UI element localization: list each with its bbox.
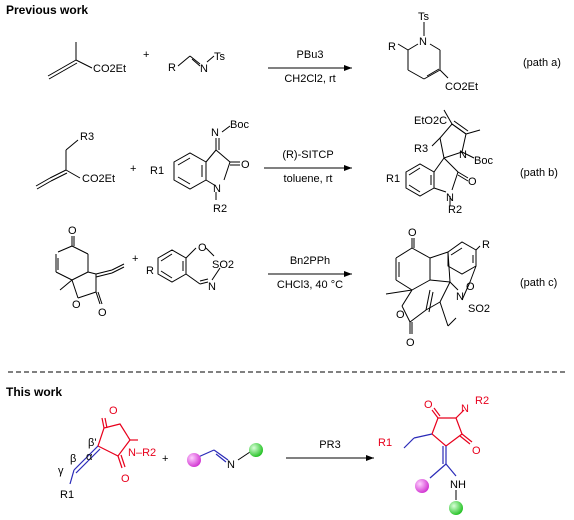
reagent-b: (R)-SITCP — [282, 149, 333, 161]
product-c-n: N — [456, 291, 464, 303]
allene-c-o-ring: O — [72, 299, 81, 311]
solvent-a: CH2Cl2, rt — [284, 73, 335, 85]
substrate-o-top: O — [109, 405, 118, 417]
product-this-r2: R2 — [475, 395, 489, 407]
product-a-r: R — [388, 41, 396, 53]
reagent-this: PR3 — [319, 439, 340, 451]
product-b — [405, 109, 481, 206]
plus-a: + — [143, 49, 149, 61]
isatin-o: O — [241, 159, 250, 171]
reagent-c: Bn2PPh — [290, 255, 330, 267]
sulfamidate-o: O — [198, 242, 207, 254]
product-this-nh: NH — [450, 479, 466, 491]
reaction-this-work: O O N–R2 β' α β γ R1 + N PR3 — [58, 395, 489, 515]
isatin-imine — [173, 125, 240, 200]
aryl-ball-magenta — [187, 453, 201, 467]
product-c-o-ring: O — [396, 309, 405, 321]
label-gamma: γ — [58, 465, 64, 477]
solvent-b: toluene, rt — [284, 173, 333, 185]
product-this-chain — [403, 433, 457, 479]
product-b-o: O — [468, 176, 477, 188]
plus-b: + — [130, 163, 136, 175]
allene-c-o-carbonyl: O — [98, 307, 107, 319]
product-b-n: N — [446, 192, 454, 204]
product-aryl-ball-magenta — [415, 479, 429, 493]
path-a-label: (path a) — [523, 57, 561, 69]
product-this-n: N — [461, 403, 469, 415]
label-beta: β — [70, 453, 76, 465]
sulfamidate-imine — [157, 247, 221, 285]
product-c-o-ether: O — [466, 281, 475, 293]
ester-label-a: CO2Et — [93, 63, 126, 75]
product-c-o-carbonyl: O — [406, 337, 415, 349]
product-a-ts: Ts — [418, 11, 430, 23]
product-b-r1: R1 — [386, 173, 400, 185]
allenoate-b — [35, 139, 81, 190]
product-b-ester: EtO2C — [414, 115, 447, 127]
reaction-a: CO2Et + R N Ts PBu3 CH2Cl2, rt N — [47, 11, 561, 93]
label-alpha: α — [86, 451, 93, 463]
imine-ts-label: Ts — [214, 51, 226, 63]
product-this-r1: R1 — [378, 437, 392, 449]
ester-label-b: CO2Et — [82, 173, 115, 185]
product-this-o-top: O — [424, 399, 433, 411]
imine-r-label: R — [168, 62, 176, 74]
reaction-c: O O O + O SO2 N R Bn2PPh CHCl3, 40 °C — [55, 225, 557, 349]
product-c-r: R — [482, 239, 490, 251]
aryl-ball-green — [249, 443, 263, 457]
reaction-b: R3 CO2Et + N Boc O N R2 R1 (R)-SITCP — [35, 109, 558, 216]
sulfamidate-r: R — [146, 265, 154, 277]
product-c-so2: SO2 — [468, 303, 490, 315]
substrate-o-bottom: O — [121, 473, 130, 485]
plus-c: + — [132, 253, 138, 265]
product-a-ring — [397, 22, 449, 80]
succinimide-substrate — [97, 417, 138, 469]
generic-imine — [187, 443, 263, 467]
solvent-c: CHCl3, 40 °C — [277, 279, 343, 291]
substrate-n-r2: N–R2 — [128, 447, 156, 459]
product-a-ester: CO2Et — [445, 81, 478, 93]
product-c-o-ketone: O — [408, 227, 417, 239]
allene-c — [55, 236, 125, 305]
product-aryl-ball-green — [449, 501, 463, 515]
product-this-ring — [431, 407, 473, 447]
sulfamidate-so2: SO2 — [212, 259, 234, 271]
product-c — [385, 238, 481, 334]
allene-c-o-top: O — [68, 225, 77, 237]
sulfamidate-n: N — [208, 281, 216, 293]
path-c-label: (path c) — [520, 277, 557, 289]
product-b-n-pyrroline: N — [459, 149, 467, 161]
substrate-r1: R1 — [60, 489, 74, 501]
allenoate-a — [47, 42, 93, 80]
allenyl-chain — [69, 445, 101, 485]
allenoate-r3: R3 — [80, 131, 94, 143]
previous-work-title: Previous work — [6, 3, 88, 17]
path-b-label: (path b) — [520, 167, 558, 179]
isatin-r1: R1 — [150, 165, 164, 177]
isatin-n: N — [213, 183, 221, 195]
isatin-r2: R2 — [213, 203, 227, 215]
isatin-boc: Boc — [230, 119, 249, 131]
label-beta-prime: β' — [88, 437, 96, 449]
reagent-a: PBu3 — [297, 49, 324, 61]
this-work-title: This work — [6, 385, 62, 399]
product-b-r3: R3 — [414, 143, 428, 155]
imine-n-label: N — [200, 63, 208, 75]
imine-n-this: N — [227, 459, 235, 471]
plus-this: + — [162, 453, 168, 465]
product-this-o-right: O — [472, 445, 481, 457]
imine-a — [177, 55, 215, 67]
product-a-n: N — [419, 36, 427, 48]
product-b-boc: Boc — [474, 155, 493, 167]
isatin-n-imine: N — [211, 127, 219, 139]
product-b-r2: R2 — [448, 204, 462, 216]
